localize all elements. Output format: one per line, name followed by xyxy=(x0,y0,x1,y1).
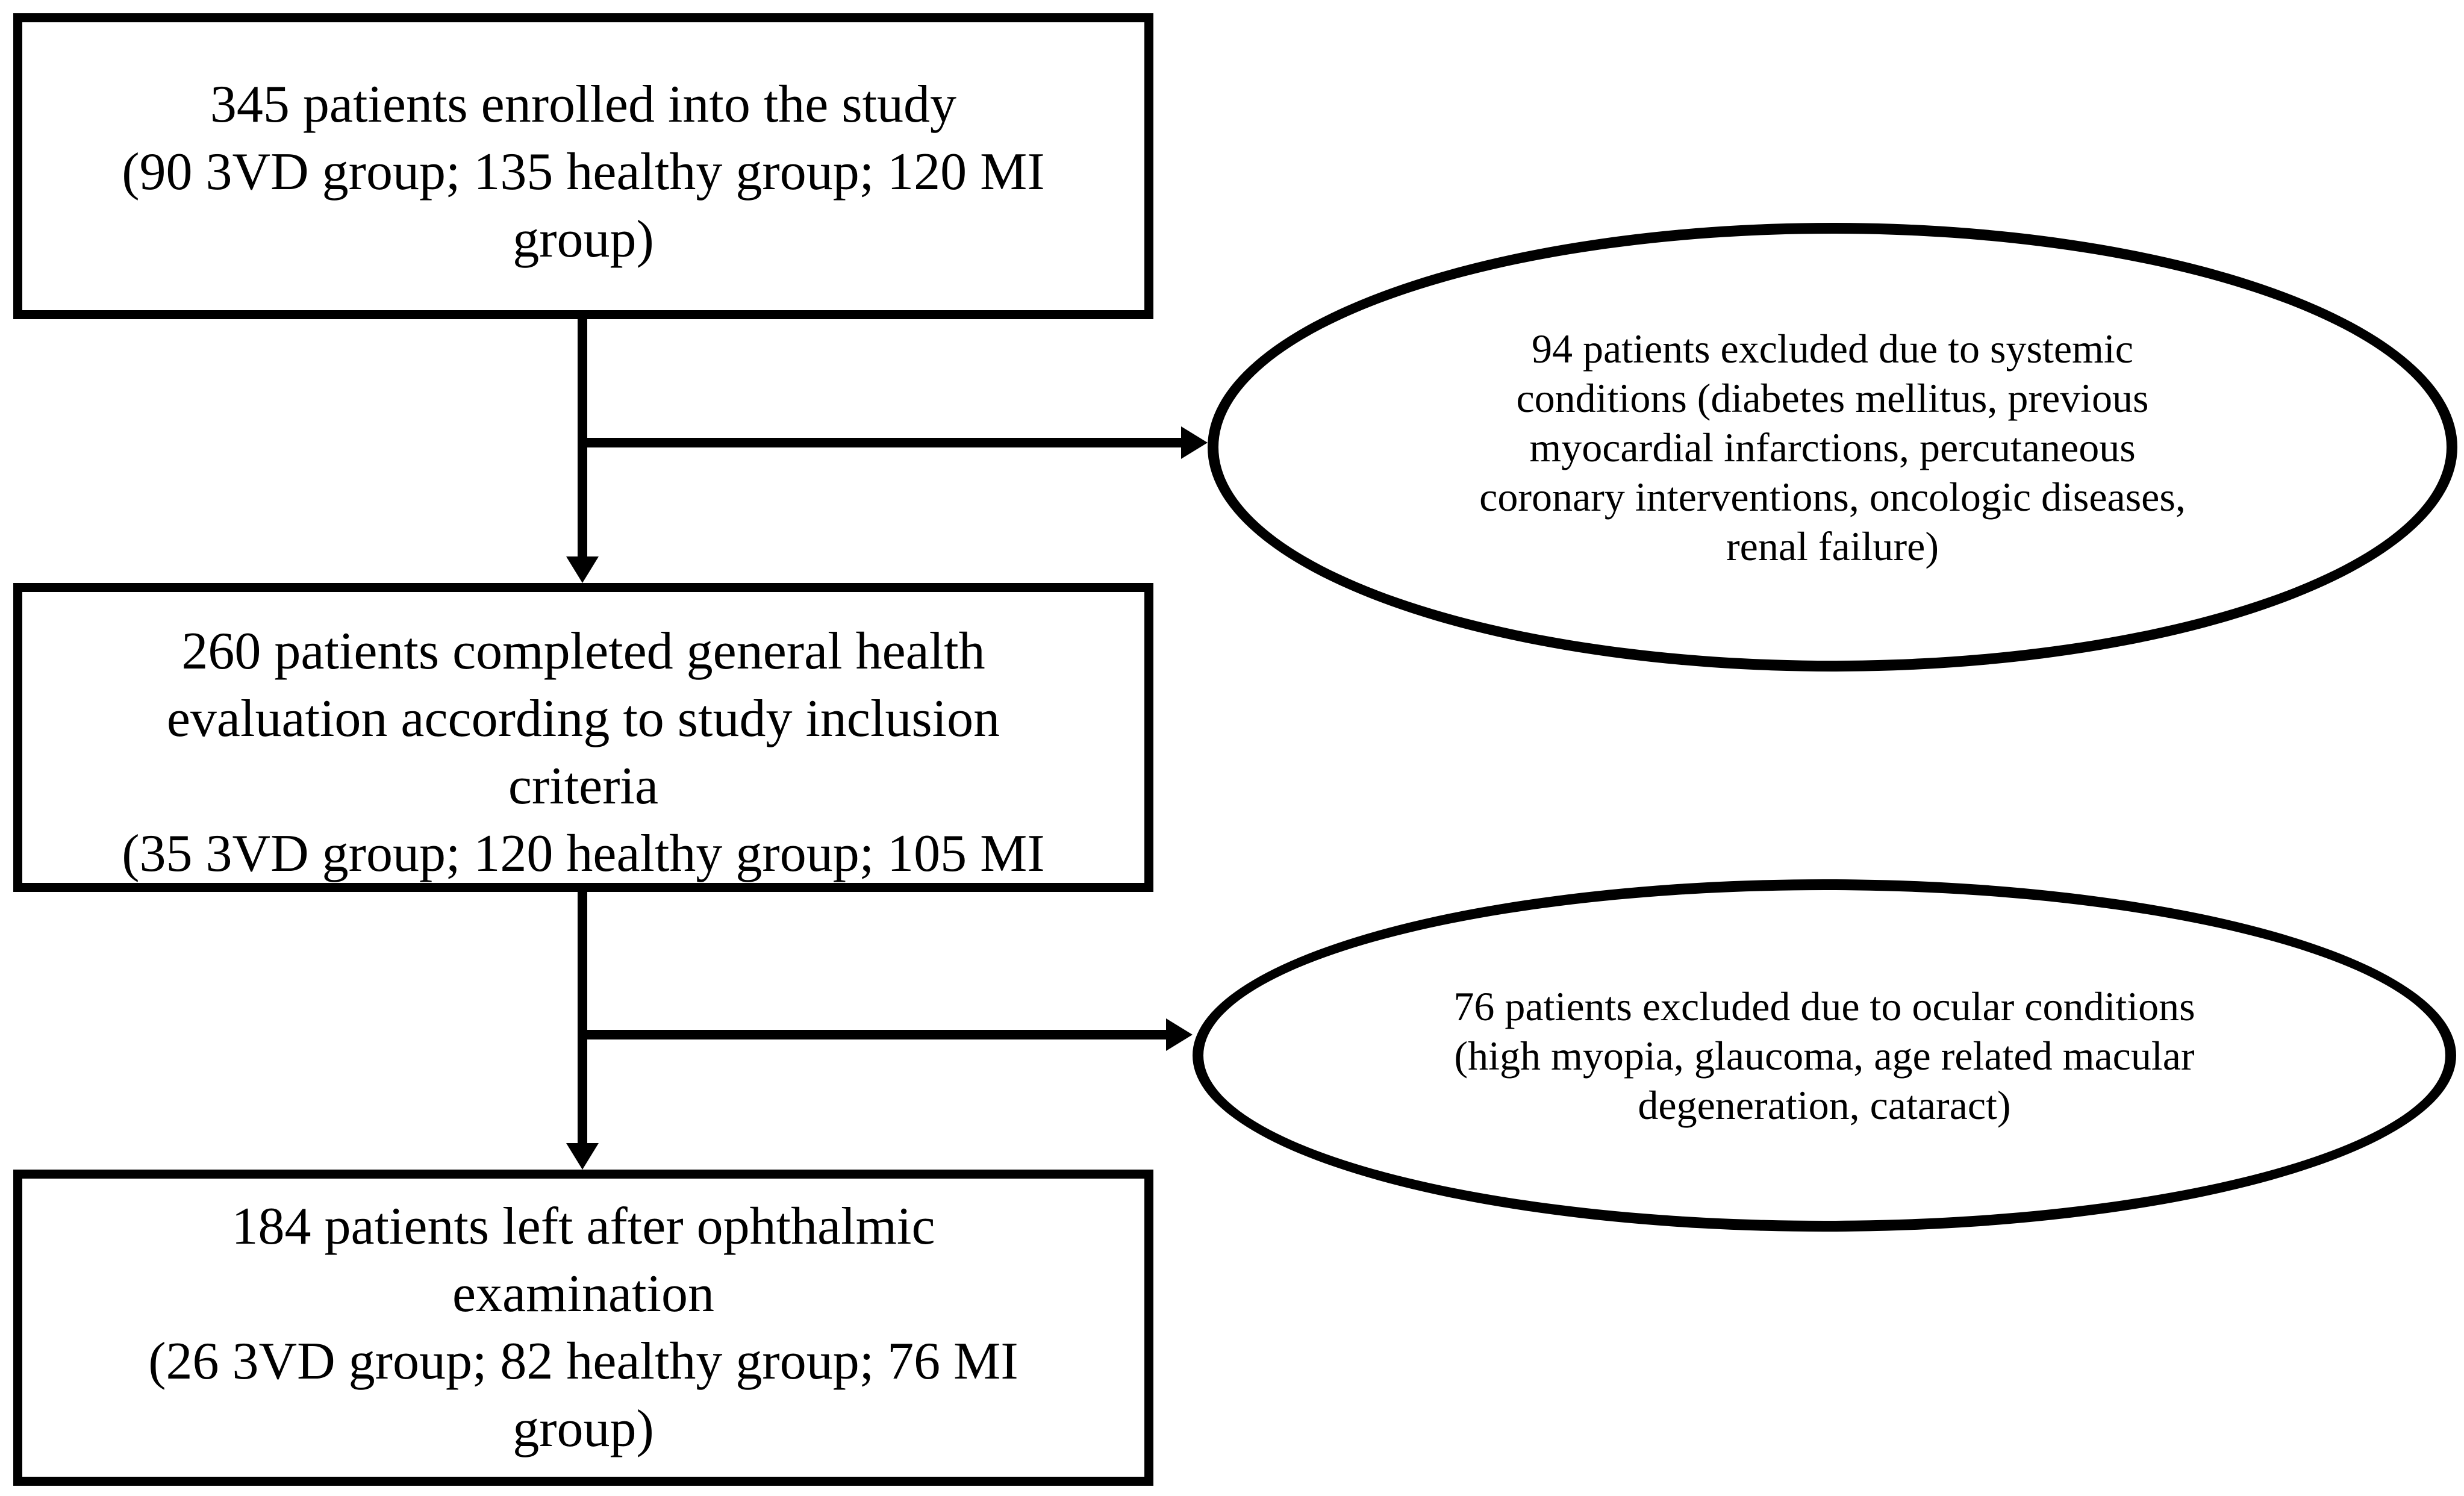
arrowhead-right-icon xyxy=(1181,426,1208,459)
arrowhead-down-icon xyxy=(566,556,599,583)
text-line: group) xyxy=(513,210,654,269)
exclusion-ellipse-systemic: 94 patients excluded due to systemic con… xyxy=(1208,223,2457,672)
text-line: 94 patients excluded due to systemic xyxy=(1532,325,2133,372)
text-line: degeneration, cataract) xyxy=(1638,1082,2011,1128)
flow-box-health-evaluation: 260 patients completed general health ev… xyxy=(13,583,1153,892)
text-line: 184 patients left after ophthalmic xyxy=(231,1197,935,1256)
text-line: 76 patients excluded due to ocular condi… xyxy=(1453,983,2195,1029)
text-line: (high myopia, glaucoma, age related macu… xyxy=(1454,1032,2195,1079)
text-line: examination xyxy=(452,1264,714,1323)
text-line: coronary interventions, oncologic diseas… xyxy=(1479,473,2186,520)
text-line: (26 3VD group; 82 healthy group; 76 MI xyxy=(148,1332,1018,1391)
text-line: (35 3VD group; 120 healthy group; 105 MI xyxy=(122,824,1045,883)
connector-horizontal-to-ocular-ellipse xyxy=(582,1030,1170,1039)
text-line: 260 patients completed general health xyxy=(181,622,985,681)
flow-box-ophthalmic-exam: 184 patients left after ophthalmic exami… xyxy=(13,1170,1153,1486)
arrowhead-right-icon xyxy=(1166,1018,1193,1051)
text-line: myocardial infarctions, percutaneous xyxy=(1529,424,2136,470)
connector-horizontal-to-systemic-ellipse xyxy=(582,438,1185,447)
flow-box-enrolled: 345 patients enrolled into the study (90… xyxy=(13,13,1153,319)
arrowhead-down-icon xyxy=(566,1143,599,1170)
text-line: criteria xyxy=(508,757,659,815)
text-line: renal failure) xyxy=(1726,523,1939,569)
exclusion-ellipse-ocular: 76 patients excluded due to ocular condi… xyxy=(1193,879,2456,1232)
text-line: conditions (diabetes mellitus, previous xyxy=(1516,375,2149,421)
text-line: (90 3VD group; 135 healthy group; 120 MI xyxy=(122,143,1045,201)
text-line: group) xyxy=(513,1399,654,1458)
connector-vertical-box2-box3 xyxy=(578,890,587,1145)
text-line: 345 patients enrolled into the study xyxy=(210,75,957,134)
text-line: evaluation according to study inclusion xyxy=(166,690,1000,748)
